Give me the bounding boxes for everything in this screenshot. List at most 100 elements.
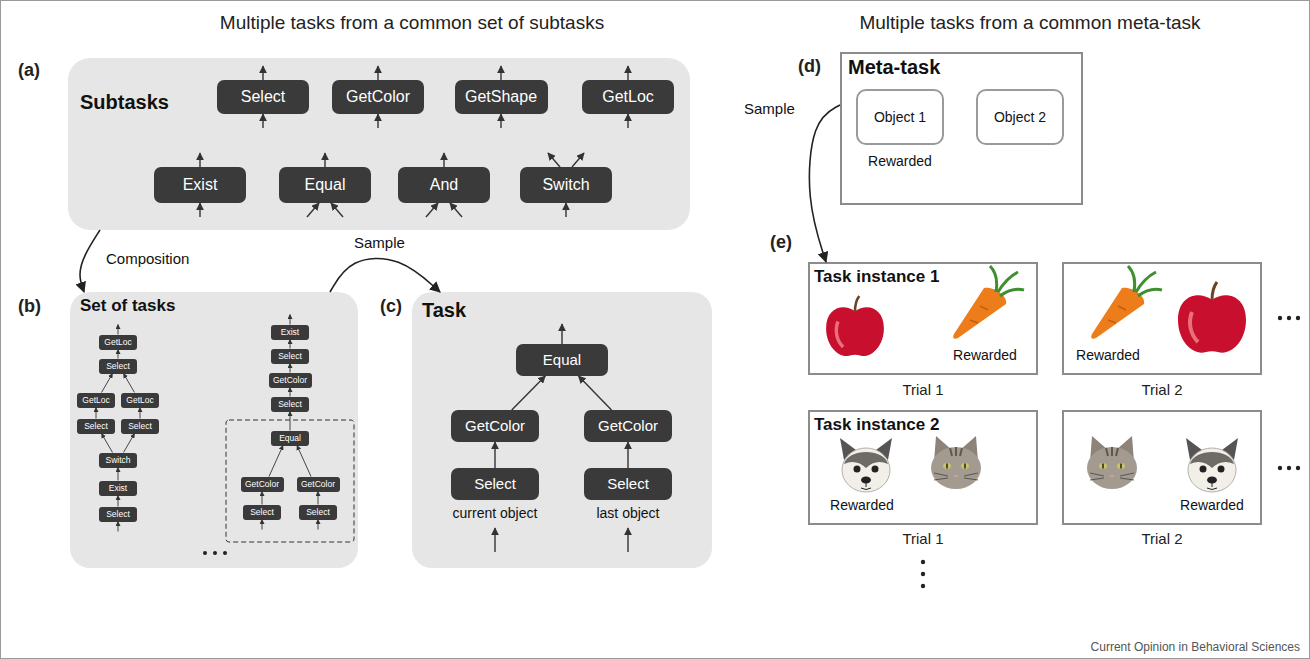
io-arrow bbox=[118, 522, 119, 532]
operation-box: And bbox=[398, 167, 490, 203]
operation-label: GetColor bbox=[301, 479, 335, 489]
frame-text: Rewarded bbox=[1180, 497, 1244, 513]
task-frame: Rewarded bbox=[1062, 262, 1262, 375]
figure-heading: Multiple tasks from a common meta-task bbox=[859, 12, 1200, 33]
task-frame: Rewarded bbox=[1062, 410, 1262, 525]
operation-box: Equal bbox=[271, 431, 309, 446]
dog-mouth bbox=[861, 483, 871, 490]
operation-label: Select bbox=[474, 475, 516, 493]
panel-text: last object bbox=[596, 505, 659, 521]
cat-nose bbox=[953, 475, 959, 478]
operation-label: Select bbox=[278, 351, 302, 361]
operation-box: GetShape bbox=[455, 80, 548, 114]
dog-mask bbox=[844, 452, 888, 468]
io-arrow bbox=[318, 520, 319, 530]
task-panel: Set of tasksGetLocSelectGetLocGetLocSele… bbox=[70, 292, 358, 568]
operation-box: GetLoc bbox=[582, 80, 674, 114]
dog-eye bbox=[1218, 466, 1225, 473]
task-panel: SubtasksSelectGetColorGetShapeGetLocExis… bbox=[68, 58, 690, 230]
dot bbox=[921, 572, 925, 576]
apple-shine bbox=[836, 322, 843, 348]
io-arrow bbox=[118, 325, 119, 335]
operation-label: Select bbox=[128, 421, 152, 431]
operation-label: Select bbox=[84, 421, 108, 431]
operation-box: Exist bbox=[99, 481, 137, 496]
text-holder: Rewarded bbox=[953, 346, 1017, 364]
dot bbox=[1296, 466, 1300, 470]
connector-arrow bbox=[262, 492, 263, 505]
label-holder: (c) bbox=[380, 296, 402, 318]
dog-mask bbox=[1190, 452, 1234, 468]
io-arrow bbox=[199, 153, 200, 167]
connector-arrow bbox=[80, 230, 100, 292]
apple-body bbox=[826, 307, 884, 356]
operation-box: Select bbox=[271, 397, 309, 412]
dog-eye bbox=[1200, 466, 1207, 473]
operation-label: GetColor bbox=[245, 479, 279, 489]
box-shape bbox=[412, 292, 712, 568]
label-holder: (b) bbox=[18, 296, 41, 318]
dot bbox=[921, 560, 925, 564]
dot bbox=[203, 551, 207, 555]
cat-nose bbox=[1109, 475, 1115, 478]
panel-letter: (e) bbox=[770, 232, 792, 252]
operation-label: And bbox=[430, 175, 458, 194]
object-box: Object 1 bbox=[856, 89, 944, 145]
operation-box: Exist bbox=[271, 325, 309, 340]
panel-heading: Task instance 1 bbox=[814, 267, 939, 286]
label-holder: Trial 1 bbox=[902, 530, 943, 548]
text-holder: Task bbox=[422, 298, 466, 322]
cat-stripes bbox=[1106, 447, 1118, 456]
label-holder: Current Opinion in Behavioral Sciences bbox=[1091, 637, 1300, 655]
label-holder: Sample bbox=[352, 234, 407, 252]
operation-box: Select bbox=[121, 419, 159, 434]
io-arrow bbox=[627, 114, 628, 128]
operation-box: GetLoc bbox=[121, 393, 159, 408]
object-label: Object 1 bbox=[874, 109, 926, 126]
operation-label: GetLoc bbox=[602, 87, 654, 106]
dog-head bbox=[842, 448, 890, 492]
frame-text: Rewarded bbox=[830, 497, 894, 513]
operation-box: GetColor bbox=[451, 410, 539, 442]
apple-shine bbox=[1190, 312, 1198, 342]
cat-head bbox=[931, 447, 981, 489]
connector-arrow bbox=[494, 442, 495, 468]
operation-box: Select bbox=[584, 468, 672, 500]
operation-label: Select bbox=[607, 475, 649, 493]
connector-arrow bbox=[118, 496, 119, 507]
operation-label: GetLoc bbox=[126, 395, 153, 405]
operation-label: Select bbox=[306, 507, 330, 517]
text-holder: Rewarded bbox=[1180, 496, 1244, 514]
io-arrow bbox=[290, 315, 291, 325]
panel-text: current object bbox=[453, 505, 538, 521]
connector-arrow bbox=[318, 492, 319, 505]
edge-label: Sample bbox=[352, 234, 407, 251]
connector-arrow bbox=[96, 408, 97, 419]
connector-arrow bbox=[290, 412, 291, 431]
text-holder: Task instance 2 bbox=[814, 415, 939, 435]
panel-letter: (c) bbox=[380, 296, 402, 316]
operation-box: GetColor bbox=[297, 477, 340, 492]
label-holder: Trial 1 bbox=[902, 381, 943, 399]
operation-label: Select bbox=[106, 361, 130, 371]
operation-label: GetColor bbox=[273, 375, 307, 385]
io-arrow bbox=[262, 66, 263, 80]
operation-label: Select bbox=[106, 509, 130, 519]
operation-label: Select bbox=[278, 399, 302, 409]
operation-box: GetColor bbox=[241, 477, 284, 492]
figure-heading: Multiple tasks from a common set of subt… bbox=[220, 12, 604, 33]
connector-arrow bbox=[118, 350, 119, 359]
operation-box: Select bbox=[99, 359, 137, 374]
cat-stripes bbox=[950, 447, 962, 456]
operation-label: Equal bbox=[543, 351, 581, 369]
operation-box: Select bbox=[271, 349, 309, 364]
dot bbox=[213, 551, 217, 555]
operation-box: GetColor bbox=[269, 373, 312, 388]
task-frame: Task instance 2 Rewarded bbox=[808, 410, 1038, 525]
io-arrow bbox=[494, 528, 495, 552]
journal-credit: Current Opinion in Behavioral Sciences bbox=[1091, 640, 1300, 654]
operation-box: Select bbox=[77, 419, 115, 434]
panel-letter: (b) bbox=[18, 296, 41, 316]
